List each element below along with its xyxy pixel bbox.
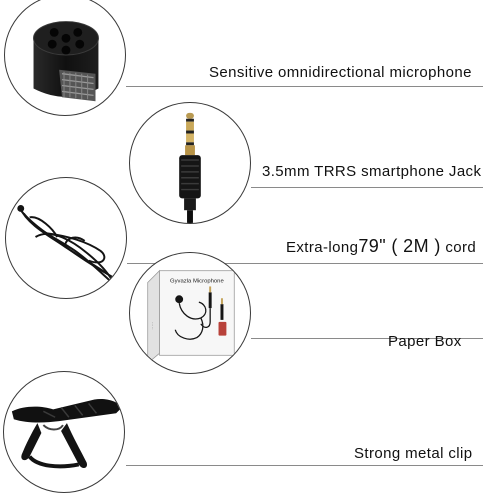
paper-box-icon: Gyvazla Microphone ····· [147, 269, 235, 365]
svg-text:·····: ····· [151, 321, 156, 330]
feature-label-box: Paper Box [388, 333, 462, 350]
divider-line-5 [126, 465, 483, 466]
divider-line-3 [127, 263, 483, 264]
cord-image-circle [5, 177, 127, 299]
metal-clip-icon [11, 399, 123, 469]
divider-line-2 [251, 187, 483, 188]
feature-label-microphone: Sensitive omnidirectional microphone [209, 64, 472, 81]
jack-image-circle [129, 102, 251, 224]
divider-line-1 [126, 86, 483, 87]
feature-label-jack: 3.5mm TRRS smartphone Jack [262, 163, 482, 180]
coiled-cord-icon [17, 205, 123, 287]
box-brand-text: Gyvazla Microphone [170, 279, 224, 285]
box-image-circle: Gyvazla Microphone ····· [129, 252, 251, 374]
divider-line-4 [251, 338, 483, 339]
feature-label-clip: Strong metal clip [354, 445, 473, 462]
microphone-image-circle [4, 0, 126, 116]
clip-image-circle [3, 371, 125, 493]
trrs-jack-icon [179, 112, 201, 223]
microphone-head-icon [33, 21, 99, 102]
cord-label-prefix: Extra-long [286, 239, 359, 256]
cord-label-length: 79" ( 2M ) [358, 236, 441, 256]
cord-label-suffix: cord [440, 239, 477, 256]
feature-label-cord: Extra-long79" ( 2M ) cord [286, 236, 476, 257]
